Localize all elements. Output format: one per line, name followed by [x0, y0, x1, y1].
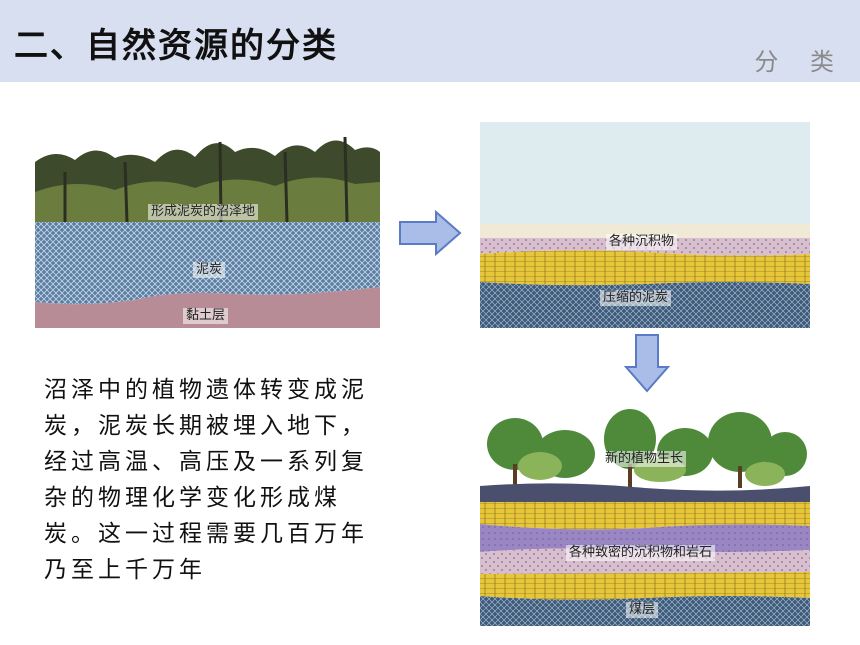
compressed-peat-label: 压缩的泥炭: [600, 290, 672, 306]
arrow-right-icon: [399, 210, 462, 256]
header-bar: 二、自然资源的分类 分 类: [0, 0, 860, 82]
page-title: 二、自然资源的分类: [14, 26, 338, 66]
peat-label: 泥炭: [193, 262, 226, 278]
coal-label: 煤层: [626, 602, 659, 618]
sediment-illustration: 各种沉积物 压缩的泥炭: [480, 122, 810, 328]
swamp-illustration: 形成泥炭的沼泽地 泥炭 黏土层: [35, 122, 380, 328]
swamp-scene: [35, 122, 380, 328]
sediments-label: 各种沉积物: [606, 234, 678, 250]
new-plants-label: 新的植物生长: [602, 451, 687, 467]
dense-sediments-label: 各种致密的沉积物和岩石: [566, 545, 716, 561]
clay-label: 黏土层: [183, 308, 229, 324]
swamp-label: 形成泥炭的沼泽地: [148, 204, 259, 220]
arrow-down-icon: [624, 334, 670, 393]
section-label: 分 类: [754, 48, 846, 76]
coal-seam-illustration: 新的植物生长 各种致密的沉积物和岩石 煤层: [480, 404, 810, 626]
coal-scene: [480, 404, 810, 626]
description-text: 沼泽中的植物遗体转变成泥炭，泥炭长期被埋入地下，经过高温、高压及一系列复杂的物理…: [44, 377, 368, 583]
